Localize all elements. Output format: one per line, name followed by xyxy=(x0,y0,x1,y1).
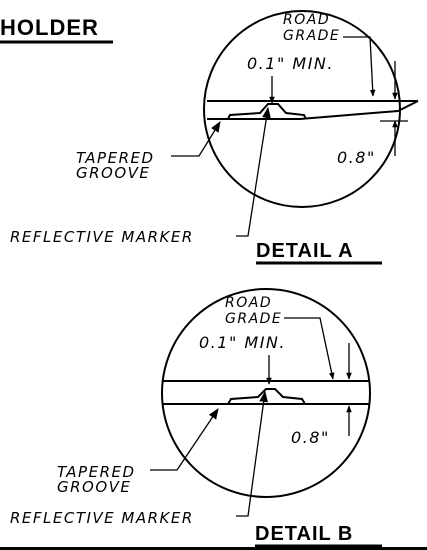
detail-a-marker-leader xyxy=(236,106,271,237)
detail-b-tapered-label: TAPERED xyxy=(57,463,136,481)
detail-a-tapered-groove-leader xyxy=(171,121,221,157)
detail-b-reflective-marker xyxy=(227,388,306,405)
detail-a-groove-depth-label: 0.8" xyxy=(337,148,376,167)
detail-b: ROAD GRADE 0.1" MIN. 0.8" TAPERED GROOVE… xyxy=(10,288,382,548)
detail-a-title: DETAIL A xyxy=(256,240,354,262)
detail-b-groove-depth-label: 0.8" xyxy=(291,428,330,447)
detail-a-min-depth-label: 0.1" MIN. xyxy=(247,54,334,73)
detail-b-circle xyxy=(161,288,371,498)
detail-b-grade-label: GRADE xyxy=(225,311,282,327)
detail-b-groove-label: GROOVE xyxy=(57,478,131,496)
detail-b-marker-label: REFLECTIVE MARKER xyxy=(10,509,194,527)
detail-a-groove-bottom xyxy=(207,100,419,120)
detail-b-marker-leader xyxy=(236,390,269,517)
detail-b-tapered-groove-leader xyxy=(150,408,219,471)
detail-a: ROAD GRADE 0.1" MIN. 0.8" TAPERED GROOVE… xyxy=(10,10,419,265)
detail-b-road-label: ROAD xyxy=(225,295,272,311)
detail-b-title: DETAIL B xyxy=(255,523,353,545)
detail-a-tapered-label: TAPERED xyxy=(76,149,155,167)
detail-b-road-grade-leader xyxy=(284,317,335,380)
detail-a-road-grade-leader xyxy=(343,36,376,97)
detail-a-reflective-marker xyxy=(227,103,307,120)
detail-b-min-depth-label: 0.1" MIN. xyxy=(199,333,286,352)
detail-a-groove-label: GROOVE xyxy=(76,164,150,182)
detail-a-road-label: ROAD xyxy=(283,12,330,28)
detail-a-marker-label: REFLECTIVE MARKER xyxy=(10,228,194,246)
holder-heading: HOLDER xyxy=(0,15,99,40)
detail-a-grade-label: GRADE xyxy=(283,28,340,44)
